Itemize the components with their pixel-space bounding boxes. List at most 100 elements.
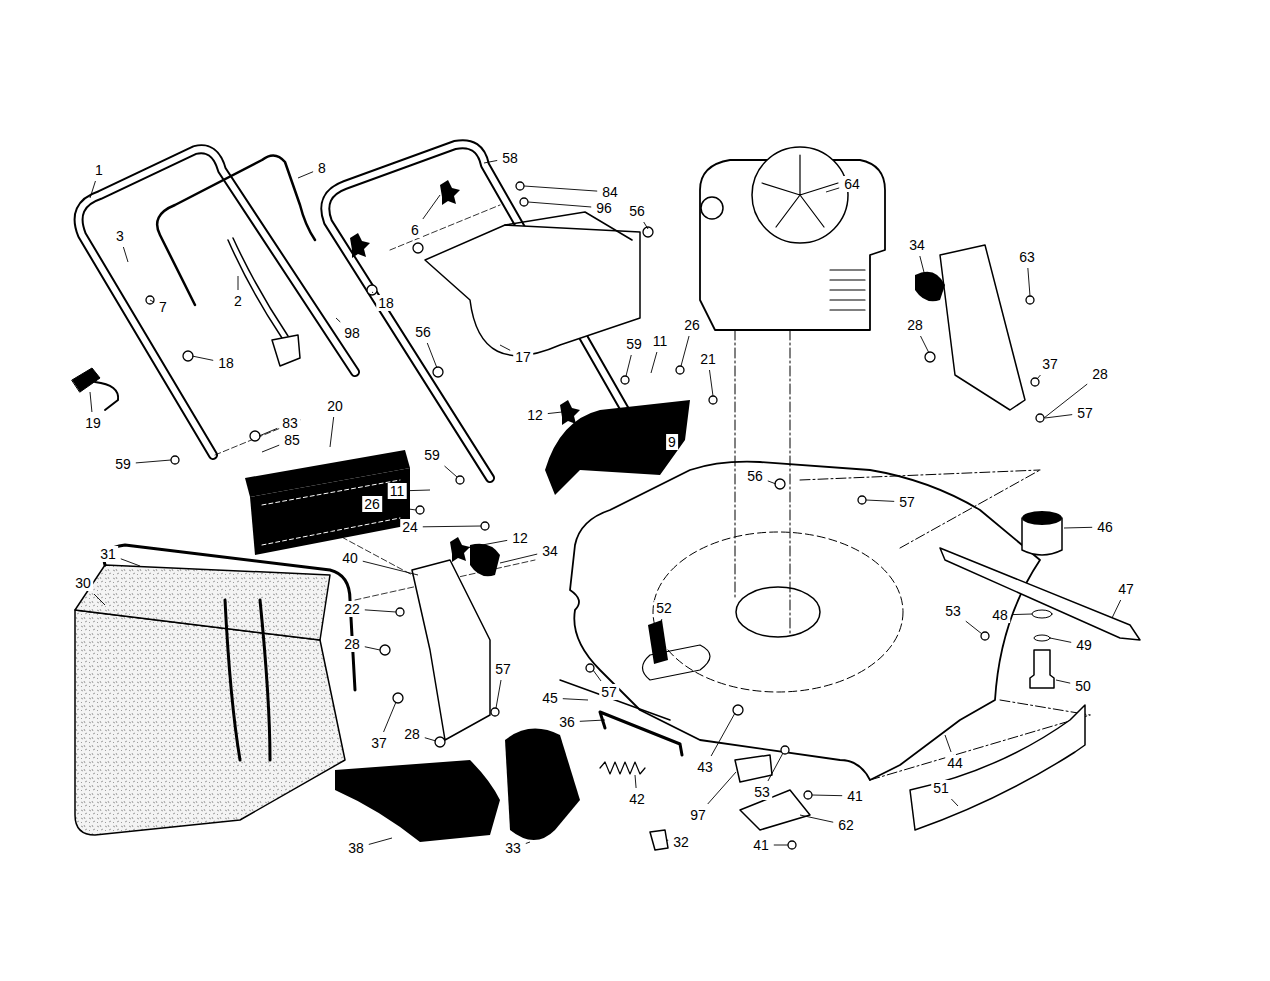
leader-line [524, 186, 597, 191]
callout-number: 83 [280, 415, 300, 431]
callout-number: 28 [905, 317, 925, 333]
chute-seam [262, 480, 400, 545]
callout-number: 28 [1090, 366, 1110, 382]
callout-number: 43 [695, 759, 715, 775]
leader-line [384, 702, 396, 732]
callout-number: 44 [945, 755, 965, 771]
leader-line [812, 795, 842, 797]
label-plate [648, 620, 668, 664]
callout-number: 50 [1073, 678, 1093, 694]
blade [940, 548, 1140, 640]
callout-number: 48 [990, 607, 1010, 623]
leader-line [866, 500, 894, 501]
leader-line [548, 412, 562, 414]
leader-line [826, 188, 839, 192]
bracket [735, 755, 772, 782]
callout-number: 3 [114, 228, 126, 244]
callout-number: 19 [83, 415, 103, 431]
leader-line [136, 460, 171, 463]
callout-number: 12 [510, 530, 530, 546]
bumper [910, 705, 1085, 830]
leader-line [945, 735, 951, 752]
callout-number: 34 [540, 543, 560, 559]
shield [425, 225, 640, 356]
leader-line [363, 561, 418, 575]
wheel-knob [915, 272, 945, 302]
leader-line [330, 417, 334, 447]
leader-line [500, 345, 510, 350]
leader-line [365, 610, 396, 612]
leader-line [192, 356, 213, 360]
callout-number: 7 [157, 299, 169, 315]
bracket [740, 790, 810, 830]
callout-number: 24 [400, 519, 420, 535]
control-bar [157, 155, 315, 305]
callout-number: 96 [594, 200, 614, 216]
callout-number: 33 [503, 840, 523, 856]
callout-number: 56 [627, 203, 647, 219]
callout-number: 97 [688, 807, 708, 823]
height-bracket [412, 560, 490, 740]
callout-number: 17 [513, 349, 533, 365]
knob-bolt [95, 382, 118, 410]
leader-line [951, 799, 958, 806]
fan-spokes [762, 155, 838, 227]
callout-number: 31 [98, 546, 118, 562]
bag-frame [104, 545, 355, 760]
leader-line [635, 775, 636, 788]
leader-line [445, 466, 458, 477]
callout-number: 36 [557, 714, 577, 730]
leader-line [626, 355, 631, 376]
callout-number: 98 [342, 325, 362, 341]
chute-plate [250, 468, 410, 555]
callout-number: 53 [752, 784, 772, 800]
leader-line [90, 392, 92, 412]
callout-number: 41 [845, 788, 865, 804]
leader-line [580, 720, 605, 721]
fastener [146, 182, 1044, 849]
leader-line [369, 838, 392, 844]
leader-line [660, 619, 662, 628]
callout-number: 40 [340, 550, 360, 566]
leader-line [496, 680, 501, 708]
leader-line [262, 445, 279, 452]
callout-number: 26 [682, 317, 702, 333]
leader-line [259, 428, 277, 436]
leader-line [774, 845, 788, 846]
callout-number: 46 [1095, 519, 1115, 535]
callout-number: 37 [369, 735, 389, 751]
leader-line [644, 222, 648, 229]
callout-number: 37 [1040, 356, 1060, 372]
leader-line [1064, 527, 1092, 529]
callout-number: 34 [907, 237, 927, 253]
cable [228, 238, 288, 338]
leader-line [920, 256, 926, 280]
blade-bolt [1030, 650, 1054, 688]
shield-plate [505, 212, 632, 240]
knob [350, 233, 370, 258]
leader-line [385, 506, 416, 510]
callout-number: 51 [931, 780, 951, 796]
deck-dome [653, 532, 903, 692]
leader-line [238, 276, 239, 290]
callout-number: 42 [627, 791, 647, 807]
rear-flap [335, 760, 500, 842]
callout-number: 57 [897, 494, 917, 510]
leader-line [593, 670, 601, 681]
grass-bag [75, 610, 345, 835]
leader-line [484, 160, 497, 163]
leader-line [500, 554, 537, 563]
grass-bag-top [75, 565, 330, 640]
callout-number: 9 [666, 434, 678, 450]
callout-number: 8 [316, 160, 328, 176]
knob [450, 537, 470, 562]
assembly-line [735, 330, 1090, 780]
axle [600, 712, 682, 755]
callout-number: 12 [525, 407, 545, 423]
leader-line [526, 842, 530, 843]
callout-number: 47 [1116, 581, 1136, 597]
leader-line [336, 318, 340, 322]
